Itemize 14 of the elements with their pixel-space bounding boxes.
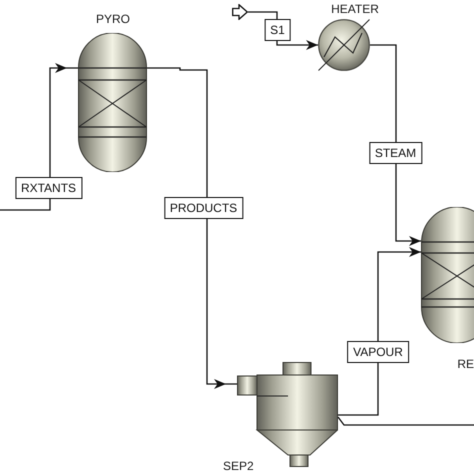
stream-arrow <box>338 247 421 416</box>
unit-label: HEATER <box>331 2 379 16</box>
stream-arrow <box>370 44 421 246</box>
unit-label: SEP2 <box>223 459 254 473</box>
stream-arrow <box>147 67 237 389</box>
stream-label: PRODUCTS <box>164 196 244 218</box>
stream-label: STEAM <box>368 142 422 164</box>
unit-label: PYRO <box>96 12 130 26</box>
stream-label: RXTANTS <box>14 176 82 198</box>
stream-arrow <box>0 63 78 211</box>
stream-label: S1 <box>264 19 291 41</box>
stream-line <box>337 416 474 426</box>
stream-label: VAPOUR <box>347 341 409 363</box>
unit-label: RE <box>457 357 474 371</box>
